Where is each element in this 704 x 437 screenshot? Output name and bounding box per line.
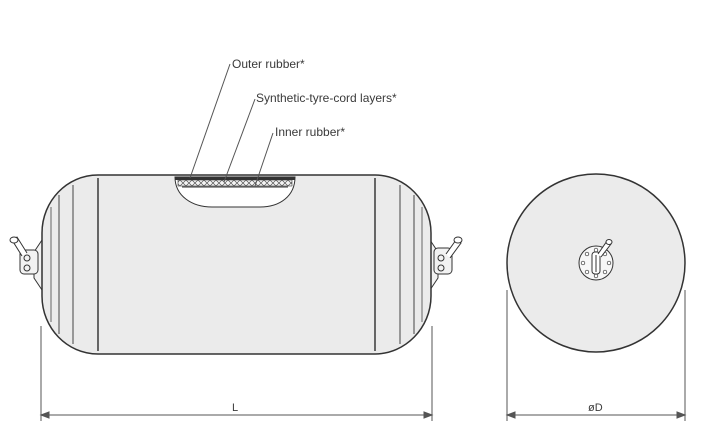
end-view-shackle: [591, 239, 613, 275]
right-end-fitting: [429, 236, 463, 292]
right-cap-lines: [374, 178, 423, 351]
leader-lines: [189, 63, 274, 187]
fender-body: [41, 174, 432, 355]
wall-section-cutaway: [174, 176, 296, 208]
left-end-fitting: [9, 236, 43, 292]
flange-bolts: [580, 247, 612, 279]
dimension-diameter-label: øD: [588, 402, 603, 414]
dimension-diameter: [505, 290, 687, 421]
label-cord-layers: Synthetic-tyre-cord layers*: [256, 91, 397, 105]
dimension-length: [39, 326, 434, 421]
left-cap-lines: [50, 178, 99, 351]
end-view: [506, 173, 686, 353]
dimension-length-label: L: [232, 402, 239, 414]
side-view: [9, 174, 463, 355]
label-inner-rubber: Inner rubber*: [275, 125, 346, 139]
label-outer-rubber: Outer rubber*: [232, 57, 305, 71]
